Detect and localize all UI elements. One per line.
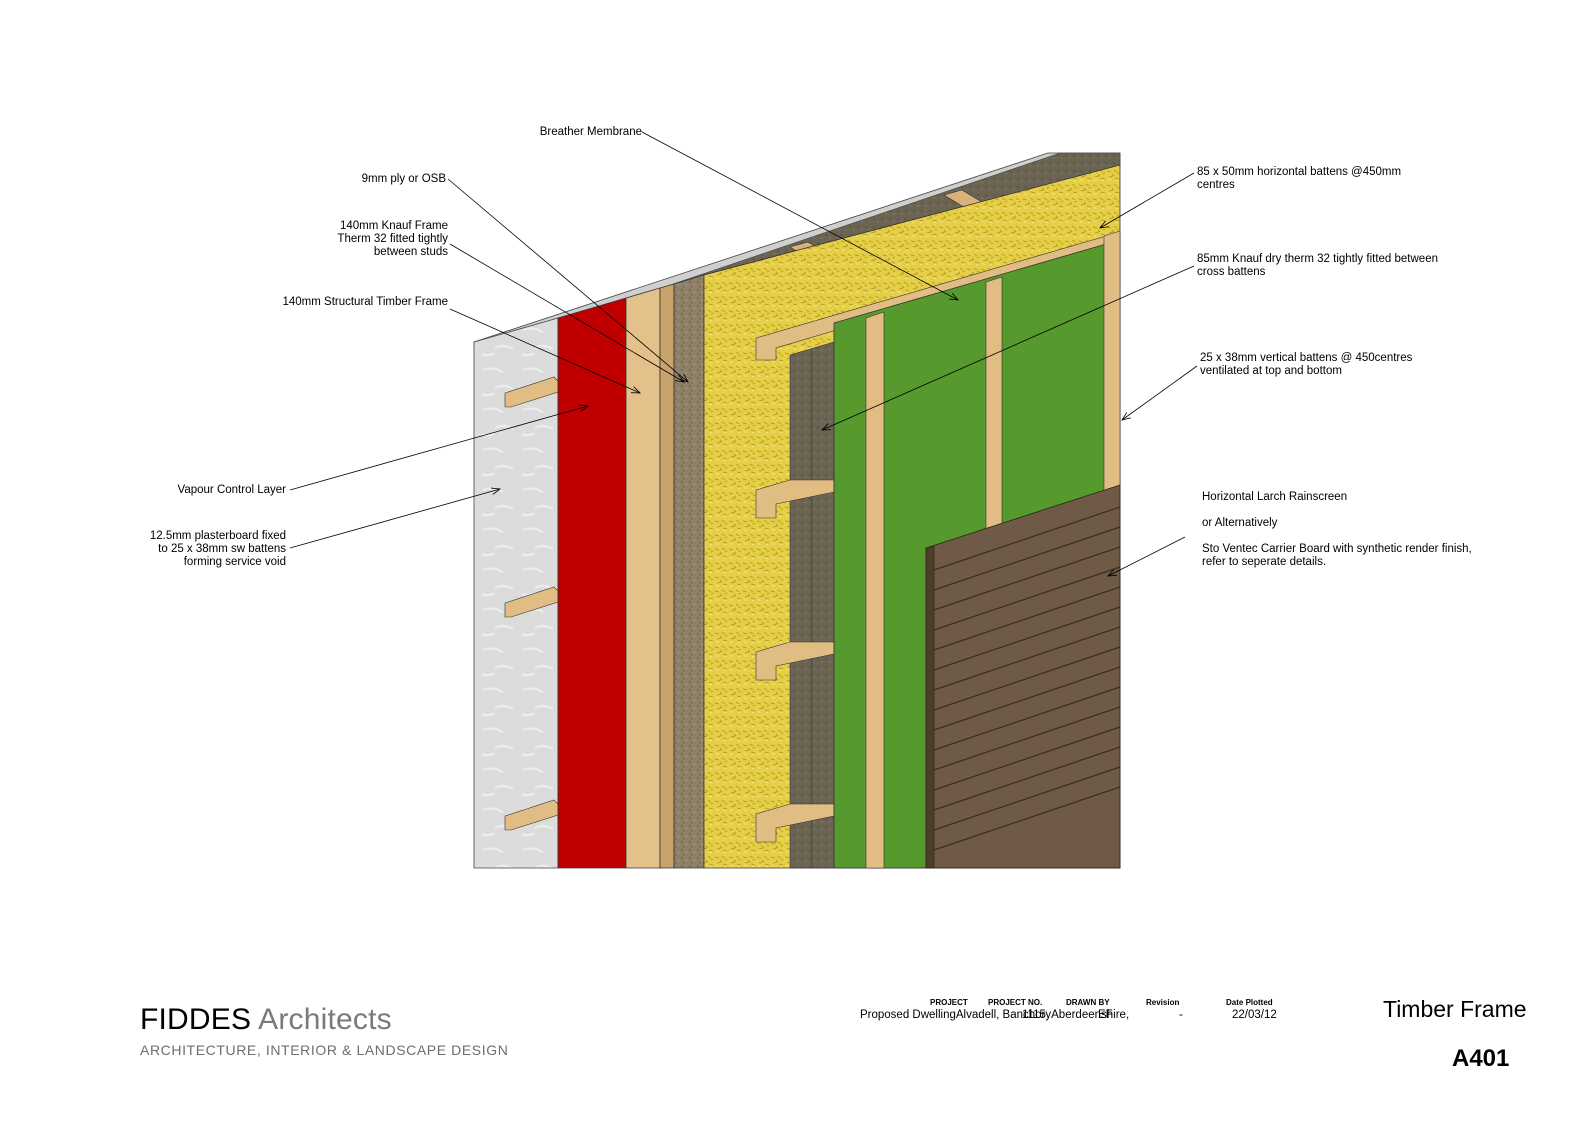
label-line: Therm 32 fitted tightly — [337, 233, 448, 245]
label-line: 9mm ply or OSB — [361, 173, 446, 185]
larch-board-joint — [933, 646, 1121, 711]
label-line: cross battens — [1197, 266, 1266, 278]
larch-board-joint — [933, 566, 1121, 631]
label-knauf-dry: 85mm Knauf dry therm 32 tightly fitted b… — [1197, 253, 1438, 279]
leader-line — [449, 243, 685, 383]
label-line: 140mm Structural Timber Frame — [282, 296, 448, 308]
date-plotted: 22/03/12 — [1232, 1009, 1277, 1021]
leader-arrowhead — [675, 374, 685, 383]
sheet-title: Timber Frame — [1383, 996, 1527, 1022]
label-line: Horizontal Larch Rainscreen — [1202, 491, 1348, 503]
leader-lines — [289, 131, 1198, 577]
leader-arrowhead — [1107, 568, 1117, 577]
larch-board-joint — [933, 626, 1121, 691]
larch-edge — [925, 545, 935, 869]
label-line: Breather Membrane — [539, 126, 642, 138]
leader-line — [1107, 536, 1186, 577]
project-no-heading: PROJECT NO. — [988, 998, 1043, 1007]
leader-arrowhead — [491, 487, 502, 495]
larch-board-joint — [933, 686, 1121, 751]
label-line: 140mm Knauf Frame — [339, 220, 448, 232]
leader-arrowhead — [949, 292, 959, 301]
label-timber-frame: 140mm Structural Timber Frame — [246, 296, 448, 309]
larch-board-joint — [933, 726, 1121, 791]
label-vapour-control: Vapour Control Layer — [140, 484, 286, 497]
label-line: 12.5mm plasterboard fixed — [149, 530, 286, 542]
leader-line — [1121, 365, 1198, 421]
label-line: to 25 x 38mm sw battens — [158, 543, 286, 555]
label-line: refer to seperate details. — [1202, 556, 1327, 568]
label-line: forming service void — [183, 556, 286, 568]
larch-board-joint — [933, 746, 1121, 811]
label-line: Alvadell, Banchory — [955, 1009, 1052, 1021]
leader-line — [641, 131, 959, 301]
timber-stud — [625, 287, 661, 869]
larch-board-joint — [933, 766, 1121, 831]
label-line: Proposed Dwelling — [860, 1009, 956, 1021]
label-alternatively: or Alternatively — [1202, 517, 1277, 530]
label-line: ventilated at top and bottom — [1200, 365, 1342, 377]
label-line: Aberdeenshire, — [1051, 1009, 1130, 1021]
leader-line — [289, 405, 589, 491]
label-breather-membrane: Breather Membrane — [476, 126, 642, 139]
label-line: 85 x 50mm horizontal battens @450mm — [1197, 166, 1402, 178]
project-no: 1115 — [1022, 1009, 1046, 1021]
ply-osb-layer — [673, 274, 705, 869]
leader-arrowhead — [1121, 412, 1131, 421]
leader-arrowhead — [1099, 220, 1109, 229]
label-line: Sto Ventec Carrier Board with synthetic … — [1202, 543, 1472, 555]
label-line: or Alternatively — [1202, 517, 1278, 529]
larch-board-joint — [933, 526, 1121, 591]
drawn-by: EF — [1098, 1009, 1113, 1021]
leader-arrowhead — [821, 423, 832, 431]
date-heading: Date Plotted — [1226, 998, 1273, 1007]
label-line: between studs — [373, 246, 448, 258]
leader-line — [447, 178, 689, 383]
sheet-number: A401 — [1452, 1045, 1510, 1072]
label-line: 85mm Knauf dry therm 32 tightly fitted b… — [1197, 253, 1438, 265]
vapour-control-layer — [557, 297, 627, 869]
larch-board-joint — [933, 586, 1121, 651]
project-address: Proposed DwellingAlvadell, BanchoryAberd… — [860, 1009, 1129, 1022]
larch-board-joint — [933, 786, 1121, 851]
leader-arrowhead — [579, 404, 590, 412]
firm-name-light: Architects — [258, 1003, 392, 1036]
leader-line — [821, 265, 1195, 431]
leader-line — [1099, 172, 1195, 229]
larch-board-joint — [933, 606, 1121, 671]
firm-name: FIDDES Architects — [140, 1003, 392, 1037]
revision: - — [1179, 1009, 1183, 1021]
project-heading: PROJECT — [930, 998, 968, 1007]
label-sto-ventec: Sto Ventec Carrier Board with synthetic … — [1202, 543, 1472, 569]
larch-board-joint — [933, 666, 1121, 731]
larch-board-joint — [933, 506, 1121, 571]
label-line: 25 x 38mm vertical battens @ 450centres — [1200, 352, 1413, 364]
larch-board-lines — [933, 506, 1121, 851]
larch-board-joint — [933, 546, 1121, 611]
firm-name-bold: FIDDES — [140, 1003, 252, 1036]
leader-line — [289, 488, 501, 549]
label-line: Vapour Control Layer — [177, 484, 286, 496]
label-rainscreen: Horizontal Larch Rainscreen — [1202, 491, 1347, 504]
label-ply-osb: 9mm ply or OSB — [296, 173, 446, 186]
larch-board-joint — [933, 706, 1121, 771]
leader-arrowhead — [630, 386, 641, 394]
leader-line — [449, 308, 641, 394]
revision-heading: Revision — [1146, 998, 1180, 1007]
firm-tagline: ARCHITECTURE, INTERIOR & LANDSCAPE DESIG… — [140, 1042, 509, 1058]
label-line: centres — [1197, 179, 1235, 191]
drawn-by-heading: DRAWN BY — [1066, 998, 1110, 1007]
